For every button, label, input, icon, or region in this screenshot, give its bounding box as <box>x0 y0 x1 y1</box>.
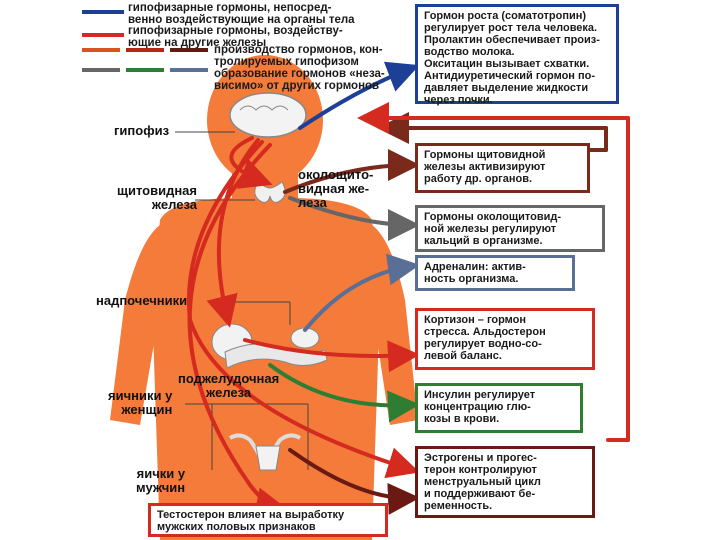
arrow-thyroid-out <box>283 149 420 194</box>
arrow-growth <box>298 61 420 130</box>
legend-item-other-glands: гипофизарные гормоны, воздейству- ющие н… <box>128 25 343 49</box>
label-pancreas: поджелудочная железа <box>178 371 280 400</box>
box-thyroid-hormones: Гормоны щитовидной железы активизируют р… <box>415 143 590 193</box>
arrow-testes <box>288 448 420 515</box>
legend-swatch-green <box>126 68 164 72</box>
legend-swatch-steel <box>170 68 208 72</box>
brain-organ <box>229 92 307 138</box>
arrow-adrenal <box>206 138 260 328</box>
arrow-testosterone <box>187 143 288 519</box>
legend-swatch-brown <box>170 48 208 52</box>
legend-item-controlled: производство гормонов, кон- тролируемых … <box>214 44 385 92</box>
box-growth-hormone: Гормон роста (соматотропин) регулирует р… <box>415 4 619 106</box>
arrow-cortisone <box>243 338 420 373</box>
label-ovaries: яичники у женщин <box>108 388 173 417</box>
arrow-adrenaline <box>303 253 420 332</box>
legend-swatch-crimson <box>126 48 164 52</box>
box-adrenaline: Адреналин: актив- ность организма. <box>415 255 575 291</box>
box-estrogen: Эстрогены и прогес- терон контролируют м… <box>415 446 595 518</box>
arrow-estrogen <box>186 140 420 479</box>
box-testosterone: Тестостерон влияет на выработку мужских … <box>148 503 388 537</box>
hormone-arrows <box>186 61 630 519</box>
box-cortisone: Кортизон – гормон стресса. Альдостерон р… <box>415 308 595 370</box>
label-parathyroid: околощито- видная же- леза <box>298 167 374 210</box>
box-parathyroid-hormones: Гормоны околощитовид- ной железы регулир… <box>415 205 605 252</box>
legend-swatch-red <box>82 33 124 37</box>
box-insulin: Инсулин регулирует концентрацию глю- коз… <box>415 383 583 433</box>
legend-swatch-gray <box>82 68 120 72</box>
arrow-thyroid <box>229 136 273 189</box>
arrow-parathyroid-out <box>288 196 420 241</box>
label-pituitary: гипофиз <box>114 123 170 138</box>
arrow-insulin <box>268 363 420 423</box>
body-silhouette <box>110 55 418 540</box>
uterus-organ <box>228 433 302 471</box>
legend-swatch-orange <box>82 48 120 52</box>
legend-swatch-blue <box>82 10 124 14</box>
legend-item-direct: гипофизарные гормоны, непосред- венно во… <box>128 2 355 26</box>
label-thyroid: щитовидная железа <box>117 183 197 212</box>
label-adrenal: надпочечники <box>96 293 188 308</box>
label-testes: яички у мужчин <box>136 466 186 495</box>
